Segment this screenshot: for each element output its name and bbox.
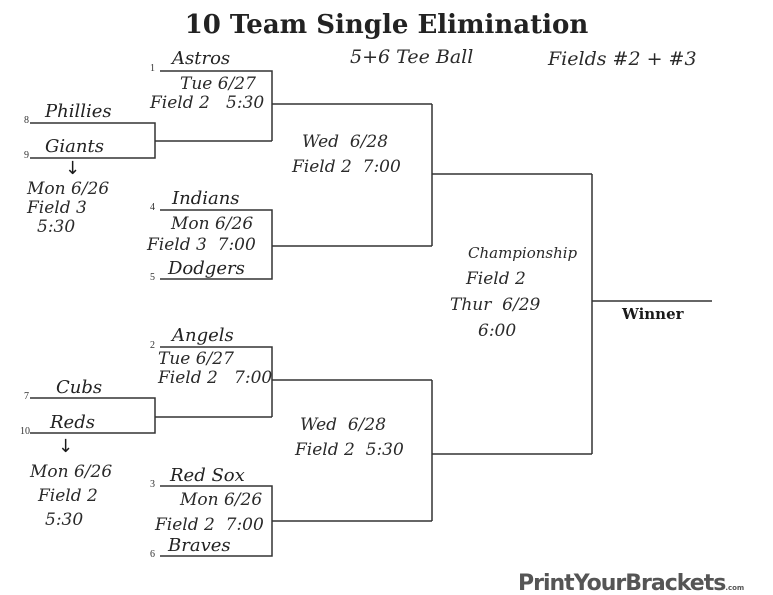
arrow-down-icon: ↓ [65,158,81,179]
game-day: Tue 6/27 [180,74,256,94]
game-field: Field 2 [38,486,98,506]
game-2-schedule: Tue 6/27 Field 2 7:00 [158,350,272,388]
team-red-sox: Red Sox [170,465,245,486]
seed-number: 4 [150,202,155,213]
team-astros: Astros [172,48,231,69]
team-dodgers: Dodgers [168,258,245,279]
game-field-time: Field 2 7:00 [158,368,273,388]
game-time: 5:30 [45,510,84,530]
game-4-5-schedule: Mon 6/26 Field 3 7:00 [147,214,256,256]
logo-suffix: .com [725,584,745,592]
logo-text: PrintYourBrackets [518,571,726,595]
team-phillies: Phillies [45,101,112,122]
seed-number: 6 [150,549,155,560]
team-cubs: Cubs [56,377,103,398]
team-giants: Giants [45,136,104,157]
seed-number: 3 [150,479,155,490]
seed-number: 9 [24,150,29,161]
fields-label: Fields #2 + #3 [548,48,697,70]
game-field: Field 2 [466,269,526,289]
team-reds: Reds [50,412,95,433]
game-field-time: Field 2 5:30 [150,93,265,113]
seed-number: 8 [24,115,29,126]
championship-label: Championship [468,244,578,262]
semifinal-1-schedule: Wed 6/28 Field 2 7:00 [292,130,401,180]
division-label: 5+6 Tee Ball [350,46,474,68]
game-field-time: Field 3 7:00 [147,235,256,255]
team-braves: Braves [168,535,231,556]
game-day: Tue 6/27 [158,349,234,369]
semifinal-2-schedule: Wed 6/28 Field 2 5:30 [295,413,404,463]
game-field-time: Field 2 7:00 [155,515,264,535]
game-3-6-schedule: Mon 6/26 Field 2 7:00 [155,488,264,538]
game-day: Mon 6/26 [27,179,110,199]
game-1-schedule: Tue 6/27 Field 2 5:30 [150,75,264,113]
game-day: Mon 6/26 [180,490,263,510]
arrow-down-icon: ↓ [58,436,74,457]
winner-label: Winner [622,305,684,323]
game-7-10-schedule: Mon 6/26 Field 2 5:30 [30,460,112,532]
game-time: 5:30 [37,217,76,237]
game-field-time: Field 2 7:00 [292,157,401,177]
game-day: Wed 6/28 [302,132,389,152]
game-day: Mon 6/26 [30,462,113,482]
seed-number: 1 [150,63,155,74]
game-field-time: Field 2 5:30 [295,440,404,460]
game-day: Mon 6/26 [171,214,254,234]
match-2-lines [160,346,273,417]
seed-number: 7 [24,391,29,402]
team-angels: Angels [172,325,234,346]
game-field: Field 3 [27,198,87,218]
match-1-lines [160,70,273,141]
game-day: Wed 6/28 [300,415,387,435]
page-title: 10 Team Single Elimination [184,10,589,40]
seed-number: 5 [150,272,155,283]
team-indians: Indians [172,188,240,209]
championship-schedule: Championship Field 2 Thur 6/29 6:00 [450,240,577,344]
game-time: 6:00 [478,321,517,341]
printyourbrackets-logo: PrintYourBrackets.com [518,571,744,595]
game-day: Thur 6/29 [450,295,541,315]
seed-number: 2 [150,340,155,351]
match-4-5-lines [160,209,273,280]
game-8-9-schedule: Mon 6/26 Field 3 5:30 [27,180,109,237]
match-7-10-lines [30,397,156,434]
seed-number: 10 [20,426,30,437]
